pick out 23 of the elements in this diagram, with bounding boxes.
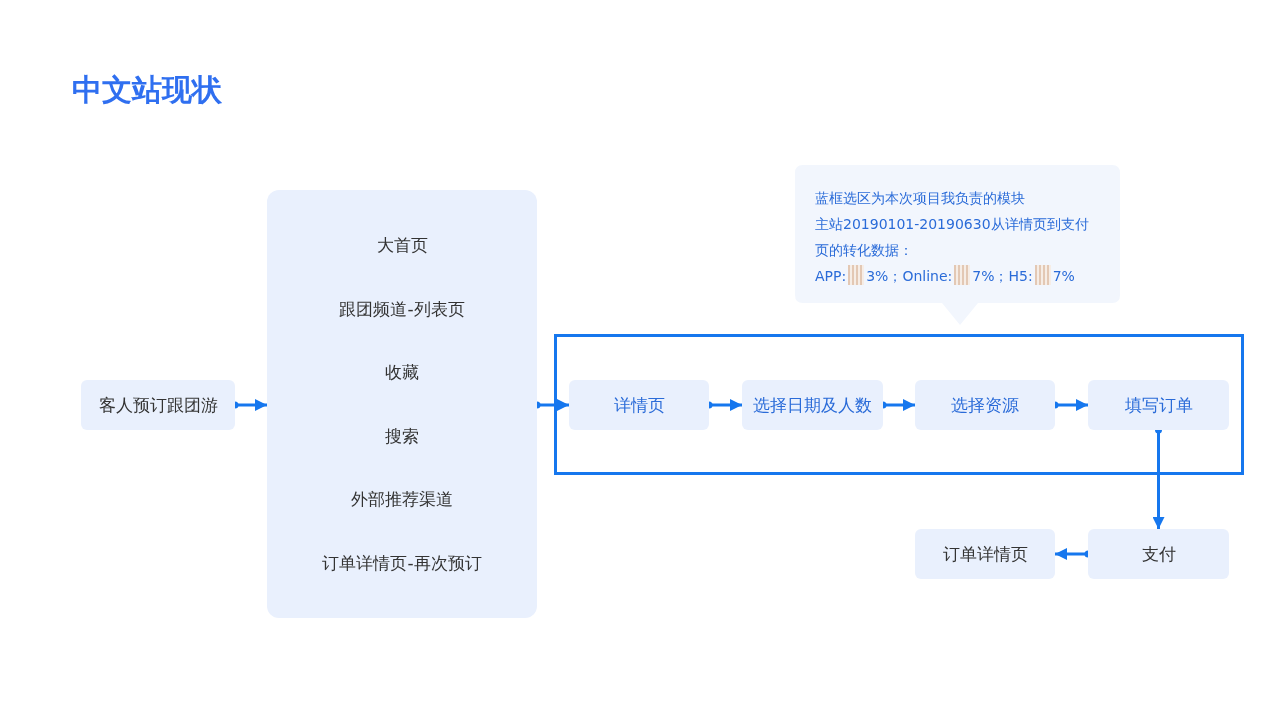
selection-frame <box>554 334 1244 475</box>
callout-text: 主站20190101-20190630从详情页到支付页的转化数据： <box>815 215 1090 260</box>
callout-text: APP: <box>815 268 847 284</box>
entry-panel <box>267 190 537 618</box>
step-box: 填写订单 <box>1088 380 1229 430</box>
entry-label: 搜索 <box>384 425 420 448</box>
step-box: 详情页 <box>569 380 709 430</box>
entry-label: 订单详情页-再次预订 <box>321 552 483 575</box>
entry-label: 外部推荐渠道 <box>350 488 454 511</box>
entry-label: 大首页 <box>375 234 429 257</box>
step-box: 支付 <box>1088 529 1229 579</box>
callout-text: 蓝框选区为本次项目我负责的模块 <box>815 189 1026 208</box>
page-title: 中文站现状 <box>72 71 222 109</box>
step-box: 选择日期及人数 <box>742 380 883 430</box>
callout-text: 7%；H5: <box>972 268 1033 284</box>
step-box: 客人预订跟团游 <box>81 380 235 430</box>
speech-bubble <box>795 165 1120 325</box>
step-box: 选择资源 <box>915 380 1055 430</box>
entry-label: 收藏 <box>384 361 420 384</box>
callout-text: 7% <box>1052 268 1075 284</box>
entry-label: 跟团频道-列表页 <box>338 298 466 321</box>
step-box: 订单详情页 <box>915 529 1055 579</box>
callout-text: 3%；Online: <box>866 268 953 284</box>
